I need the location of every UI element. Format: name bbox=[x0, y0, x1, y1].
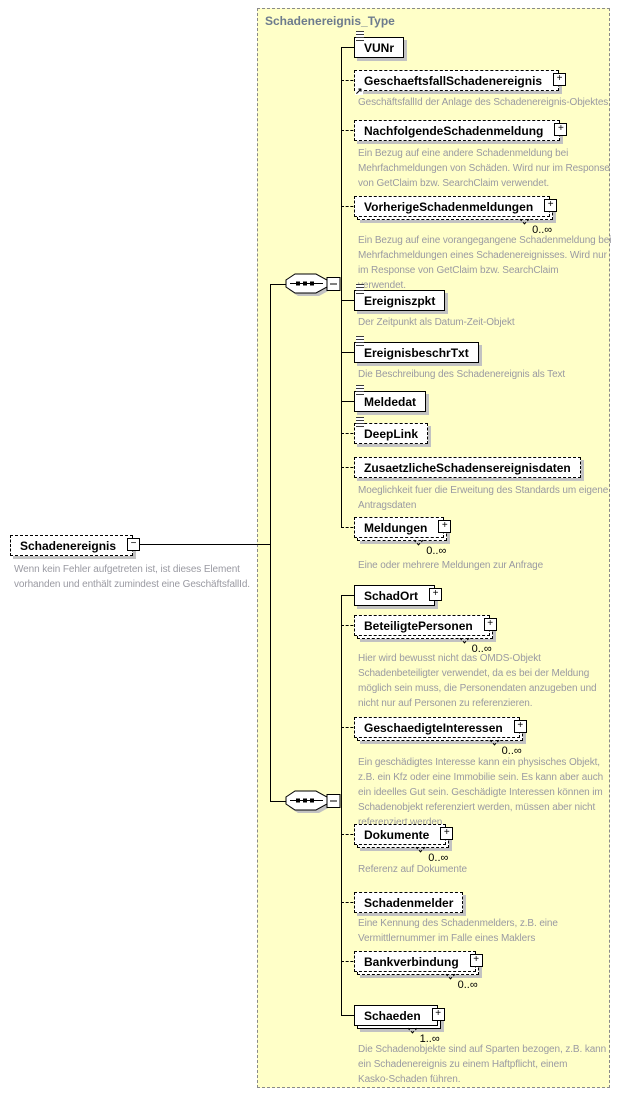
element-node-schadenmelder[interactable]: Schadenmelder bbox=[354, 892, 467, 916]
expand-button[interactable]: + bbox=[429, 588, 443, 601]
connector-line bbox=[341, 961, 358, 962]
element-annotation: Moeglichkeit fuer die Erweitung des Stan… bbox=[358, 485, 609, 511]
connector-line bbox=[341, 595, 342, 1015]
element-label: ZusaetzlicheSchadensereignisdaten bbox=[354, 457, 581, 478]
type-title: Schadenereignis_Type bbox=[265, 14, 395, 28]
element-node-schaeden[interactable]: Schaeden + 1..∞ bbox=[354, 1005, 445, 1045]
connector-line bbox=[341, 467, 358, 468]
text-content-icon bbox=[356, 336, 364, 346]
element-annotation: Die Beschreibung des Schadenereignis als… bbox=[358, 369, 566, 380]
element-annotation: Die Schadenobjekte sind auf Sparten bezo… bbox=[358, 1044, 607, 1085]
element-annotation: Ein Bezug auf eine vorangegangene Schade… bbox=[358, 235, 612, 291]
connector-line bbox=[341, 625, 358, 626]
connector-line bbox=[110, 544, 270, 545]
element-label: Ereigniszpkt bbox=[354, 290, 446, 311]
expand-button[interactable]: + bbox=[431, 1008, 445, 1021]
element-annotation: Referenz auf Dokumente bbox=[358, 864, 467, 875]
element-label: EreignisbeschrTxt bbox=[354, 342, 479, 363]
expand-button[interactable]: + bbox=[544, 199, 558, 212]
element-node-geschaeftsfallschadenereignis[interactable]: GeschaeftsfallSchadenereignis + ↗ bbox=[354, 70, 567, 96]
element-label: Meldedat bbox=[354, 391, 427, 412]
element-node-zusaetzlicheschadensereignisdaten[interactable]: ZusaetzlicheSchadensereignisdaten bbox=[354, 457, 584, 481]
element-annotation: GeschäftsfallId der Anlage des Schadener… bbox=[358, 97, 609, 108]
element-annotation: Hier wird bewusst nicht das OMDS-Objekt … bbox=[358, 653, 597, 709]
element-node-vorherigeschadenmeldungen[interactable]: VorherigeSchadenmeldungen + 0..∞ bbox=[354, 196, 558, 236]
connector-line bbox=[341, 527, 358, 528]
connector-line bbox=[341, 595, 358, 596]
connector-line bbox=[270, 284, 271, 802]
element-label: NachfolgendeSchadenmeldung bbox=[354, 120, 561, 141]
element-node-schadort[interactable]: SchadOrt + bbox=[354, 585, 443, 609]
element-label: Dokumente bbox=[354, 824, 447, 845]
text-content-icon bbox=[356, 284, 364, 294]
connector-line bbox=[341, 433, 358, 434]
element-annotation: Eine Kennung des Schadenmelders, z.B. ei… bbox=[358, 918, 558, 944]
element-annotation: Wenn kein Fehler aufgetreten ist, ist di… bbox=[14, 564, 250, 590]
element-label: DeepLink bbox=[354, 423, 429, 444]
occurrence-label: 0..∞ bbox=[501, 745, 522, 757]
element-annotation: Der Zeitpunkt als Datum-Zeit-Objekt bbox=[358, 317, 515, 328]
connector-line bbox=[341, 727, 358, 728]
element-label: GeschaedigteInteressen bbox=[354, 717, 520, 738]
connector-line bbox=[341, 1015, 358, 1016]
element-node-ereigniszpkt[interactable]: Ereigniszpkt bbox=[354, 284, 449, 314]
element-node-vunr[interactable]: VUNr bbox=[354, 31, 408, 61]
element-node-deeplink[interactable]: DeepLink bbox=[354, 417, 432, 447]
element-node-nachfolgendeschadenmeldung[interactable]: NachfolgendeSchadenmeldung + bbox=[354, 120, 568, 144]
element-node-bankverbindung[interactable]: Bankverbindung + 0..∞ bbox=[354, 951, 483, 991]
connector-line bbox=[341, 206, 358, 207]
connector-line bbox=[341, 47, 358, 48]
connector-line bbox=[341, 834, 358, 835]
element-label: VUNr bbox=[354, 37, 405, 58]
element-label: BeteiligtePersonen bbox=[354, 615, 490, 636]
expand-button[interactable]: + bbox=[554, 123, 568, 136]
occurrence-label: 0..∞ bbox=[457, 979, 478, 991]
element-node-schadenereignis[interactable]: Schadenereignis − bbox=[10, 535, 141, 559]
element-label: GeschaeftsfallSchadenereignis bbox=[354, 70, 560, 91]
connector-line bbox=[341, 47, 342, 527]
element-label: VorherigeSchadenmeldungen bbox=[354, 196, 551, 217]
text-content-icon bbox=[356, 31, 364, 41]
element-label: Schadenmelder bbox=[354, 892, 464, 913]
connector-line bbox=[341, 401, 358, 402]
expand-button[interactable]: + bbox=[553, 73, 567, 86]
occurrence-label: 1..∞ bbox=[419, 1033, 440, 1045]
element-label: SchadOrt bbox=[354, 585, 436, 606]
element-label: Meldungen bbox=[354, 517, 445, 538]
connector-line bbox=[341, 80, 358, 81]
element-annotation: Eine oder mehrere Meldungen zur Anfrage bbox=[358, 560, 544, 571]
element-label: Schaeden bbox=[354, 1005, 438, 1026]
sequence-compositor-icon bbox=[285, 273, 341, 296]
connector-line bbox=[341, 300, 358, 301]
element-label: Schadenereignis bbox=[10, 535, 134, 556]
expand-button[interactable]: + bbox=[438, 520, 452, 533]
expand-button[interactable]: + bbox=[513, 720, 527, 733]
reference-arrow-icon: ↗ bbox=[355, 86, 363, 96]
element-node-beteiligtepersonen[interactable]: BeteiligtePersonen + 0..∞ bbox=[354, 615, 497, 655]
connector-line bbox=[341, 130, 358, 131]
occurrence-label: 0..∞ bbox=[428, 852, 449, 864]
connector-line bbox=[270, 284, 290, 285]
expand-button[interactable]: + bbox=[469, 954, 483, 967]
element-node-dokumente[interactable]: Dokumente + 0..∞ bbox=[354, 824, 454, 864]
element-annotation: Ein geschädigtes Interesse kann ein phys… bbox=[358, 757, 604, 828]
element-node-meldedat[interactable]: Meldedat bbox=[354, 385, 430, 415]
element-node-geschaedigteinteressen[interactable]: GeschaedigteInteressen + 0..∞ bbox=[354, 717, 527, 757]
element-annotation: Ein Bezug auf eine andere Schadenmeldung… bbox=[358, 148, 610, 189]
connector-line bbox=[341, 352, 358, 353]
occurrence-label: 0..∞ bbox=[532, 224, 553, 236]
collapse-button[interactable]: − bbox=[127, 538, 141, 551]
expand-button[interactable]: + bbox=[483, 618, 497, 631]
connector-line bbox=[341, 902, 358, 903]
element-node-meldungen[interactable]: Meldungen + 0..∞ bbox=[354, 517, 452, 557]
occurrence-label: 0..∞ bbox=[426, 545, 447, 557]
sequence-compositor-icon bbox=[285, 790, 341, 813]
text-content-icon bbox=[356, 385, 364, 395]
occurrence-label: 0..∞ bbox=[471, 643, 492, 655]
text-content-icon bbox=[356, 417, 364, 427]
element-label: Bankverbindung bbox=[354, 951, 476, 972]
expand-button[interactable]: + bbox=[440, 827, 454, 840]
element-node-ereignisbeschrtxt[interactable]: EreignisbeschrTxt bbox=[354, 336, 482, 366]
connector-line bbox=[270, 801, 290, 802]
